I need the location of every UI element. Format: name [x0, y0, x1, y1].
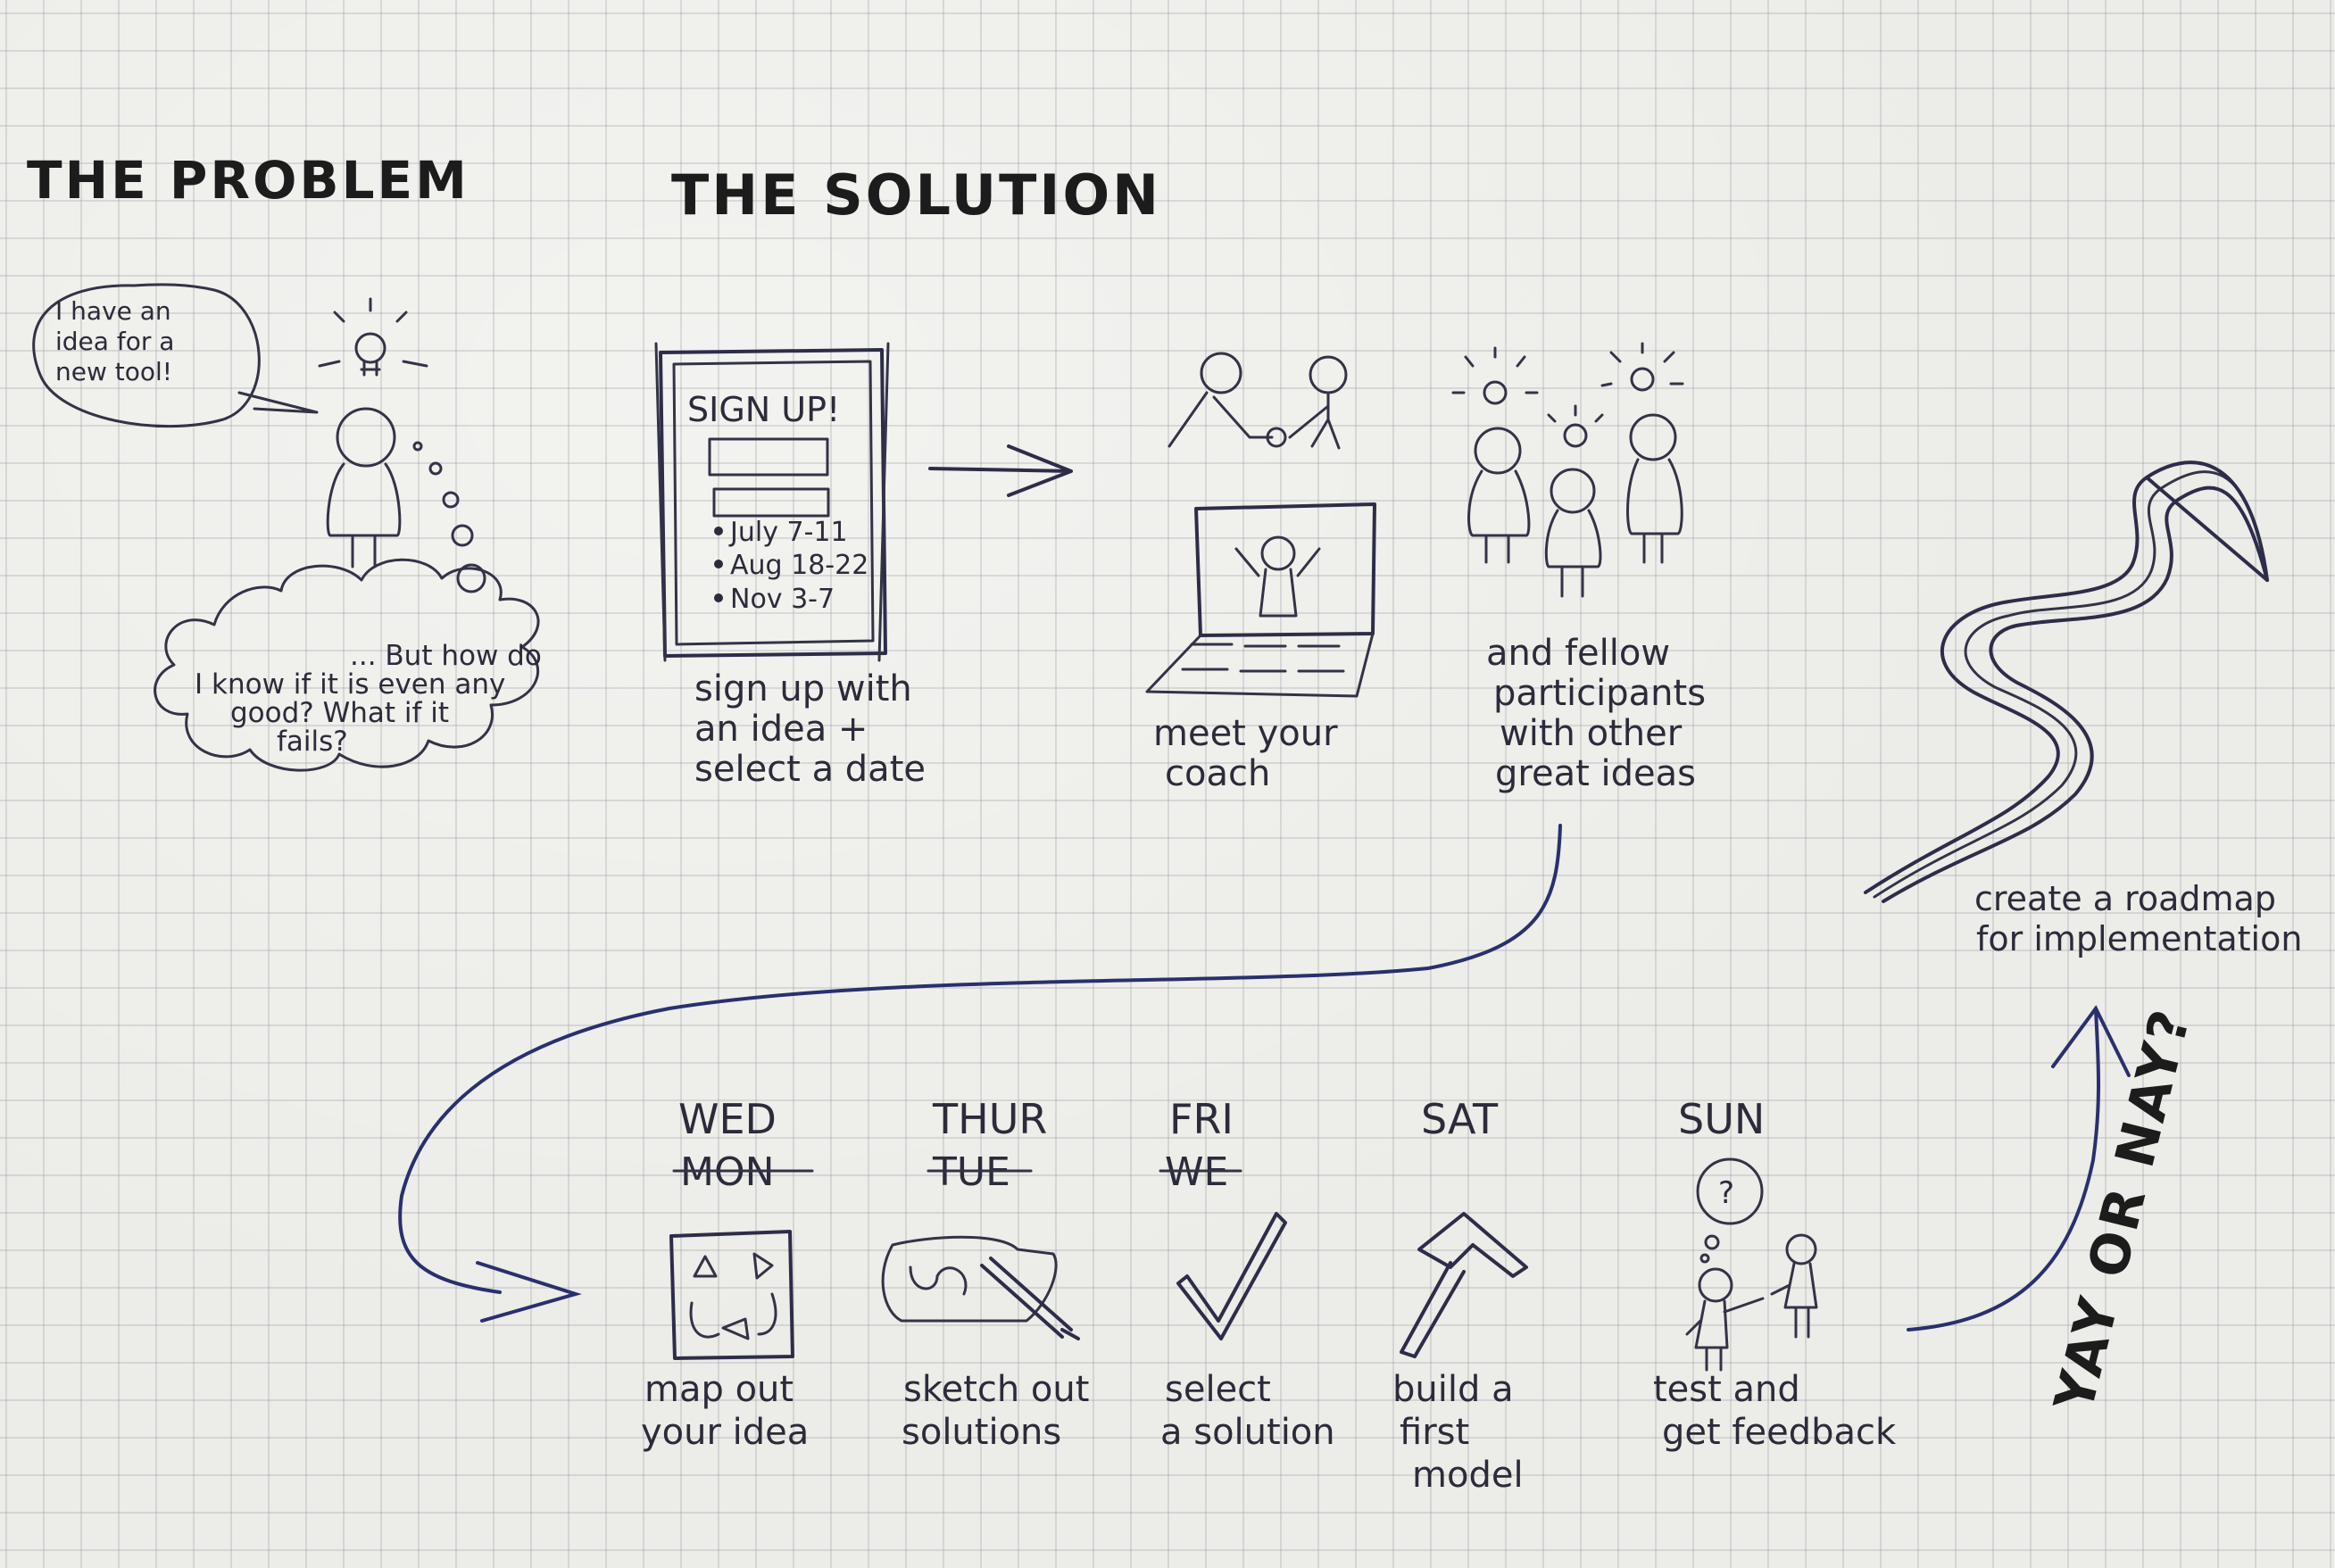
roadmap-caption-2: for implementation [1976, 919, 2302, 958]
sticky-notes-icon [669, 1230, 794, 1360]
day-caption-2: your idea [641, 1412, 809, 1453]
thought-cloud: ... But how do I know if it is even any … [154, 558, 542, 772]
form-date-1: July 7-11 [728, 517, 848, 548]
participants-icon [1451, 342, 1684, 598]
day-column-thur: THUR TUE sketch out solutions [881, 1095, 1089, 1453]
participants-caption-1: and fellow [1486, 633, 1670, 674]
feedback-people-icon: ? [1685, 1157, 1818, 1372]
heading-problem: THE PROBLEM [27, 150, 469, 211]
day-caption-2: get feedback [1662, 1412, 1897, 1453]
day-column-wed: WED MON map out your idea [641, 1095, 814, 1453]
day-column-sun: SUN ? test and get feedback [1653, 1095, 1897, 1453]
day-label: FRI [1169, 1095, 1234, 1143]
day-label: WED [678, 1095, 777, 1143]
day-caption-1: select [1165, 1369, 1271, 1410]
day-label: THUR [932, 1095, 1047, 1143]
checkmark-icon [1176, 1212, 1287, 1340]
speech-line-3: new tool! [55, 357, 172, 386]
signup-form-icon: SIGN UP! July 7-11 Aug 18-22 Nov 3-7 [654, 342, 890, 662]
day-column-sat: SAT build a first model [1392, 1095, 1528, 1496]
roadmap-caption-1: create a roadmap [1974, 879, 2276, 918]
question-mark-glyph: ? [1718, 1175, 1734, 1211]
sketch-pencil-icon [881, 1235, 1080, 1340]
thought-line-4: fails? [277, 726, 348, 758]
form-title: SIGN UP! [687, 390, 840, 429]
day-caption-1: sketch out [903, 1369, 1089, 1410]
heading-solution: THE SOLUTION [671, 162, 1161, 228]
day-column-fri: FRI WE select a solution [1159, 1095, 1335, 1453]
arrow-up-icon [1907, 1005, 2131, 1332]
thought-line-3: good? What if it [230, 697, 449, 729]
bullet-dot [714, 527, 723, 535]
flow-curve-arrow [398, 824, 1562, 1323]
coach-caption-1: meet your [1153, 713, 1338, 754]
day-caption-2: first [1400, 1412, 1469, 1453]
signup-caption-3: select a date [694, 749, 926, 790]
day-caption-2: solutions [902, 1412, 1061, 1453]
bullet-dot [714, 593, 723, 602]
signup-caption-2: an idea + [694, 709, 868, 750]
thought-line-2: I know if it is even any [195, 668, 505, 701]
participants-caption-3: with other [1500, 713, 1683, 754]
speech-bubble: I have an idea for a new tool! [32, 283, 319, 428]
form-date-3: Nov 3-7 [730, 584, 835, 615]
coach-caption-2: coach [1165, 753, 1270, 794]
participants-caption-2: participants [1493, 673, 1706, 714]
form-date-2: Aug 18-22 [730, 550, 868, 581]
day-caption-1: build a [1392, 1369, 1514, 1410]
signup-caption-1: sign up with [694, 668, 912, 709]
day-caption-1: test and [1653, 1369, 1800, 1410]
speech-line-1: I have an [55, 296, 171, 326]
laptop-video-call-icon [1145, 502, 1376, 698]
arrow-right-icon [928, 444, 1073, 497]
participants-caption-4: great ideas [1495, 753, 1696, 794]
road-icon [1864, 460, 2269, 903]
day-label: SAT [1421, 1095, 1499, 1143]
bullet-dot [714, 560, 723, 568]
hammer-icon [1400, 1212, 1528, 1358]
lightbulb-icon [318, 297, 428, 377]
day-label: SUN [1678, 1095, 1765, 1143]
speech-line-2: idea for a [55, 327, 174, 356]
thinking-person-icon [326, 407, 486, 593]
day-caption-1: map out [644, 1369, 794, 1410]
day-caption-3: model [1412, 1455, 1524, 1496]
handshake-icon [1168, 352, 1348, 450]
day-caption-2: a solution [1160, 1412, 1335, 1453]
thought-line-1: ... But how do [350, 640, 542, 672]
